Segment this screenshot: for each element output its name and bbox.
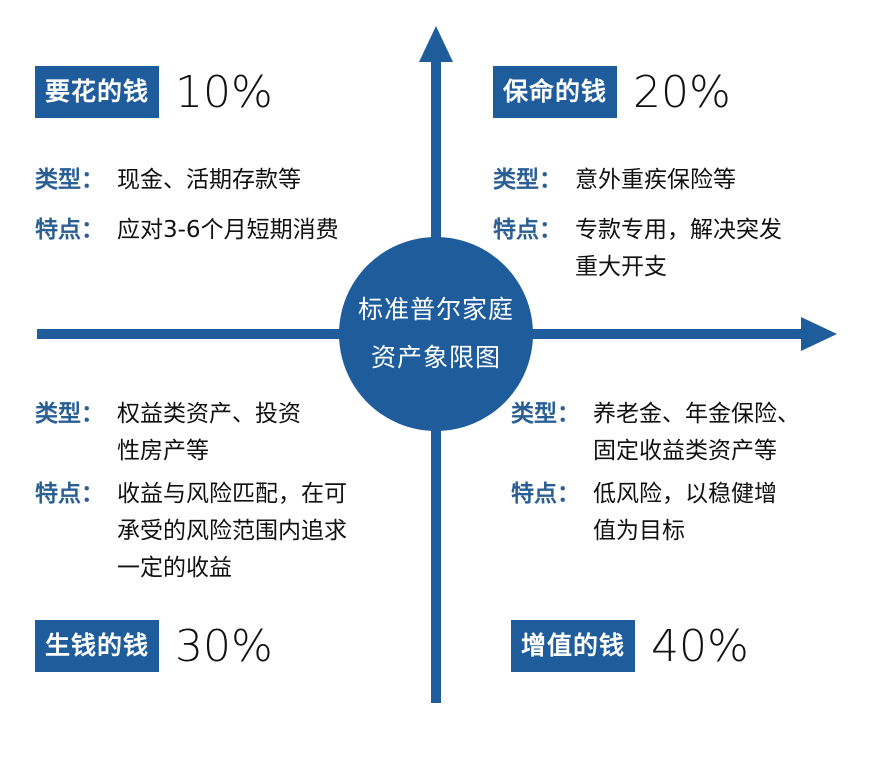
quadrant-tag: 生钱的钱 bbox=[35, 620, 160, 672]
quadrant-spending-money: 要花的钱 10% 类型： 现金、活期存款等 特点： 应对3-6个月短期消费 bbox=[35, 66, 339, 249]
type-value: 现金、活期存款等 bbox=[117, 167, 301, 193]
type-label: 类型： bbox=[511, 401, 580, 427]
quadrant-percent: 40% bbox=[651, 620, 749, 672]
feature-value: 收益与风险匹配，在可 承受的风险范围内追求 一定的收益 bbox=[117, 481, 347, 581]
quadrant-earning-money: 类型： 权益类资产、投资 性房产等 特点： 收益与风险匹配，在可 承受的风险范围… bbox=[35, 396, 347, 672]
quadrant-protection-money: 保命的钱 20% 类型： 意外重疾保险等 特点： 专款专用，解决突发 重大开支 bbox=[493, 66, 782, 286]
quadrant-tag: 要花的钱 bbox=[35, 66, 160, 118]
quadrant-percent: 10% bbox=[175, 66, 273, 118]
feature-row: 特点： 专款专用，解决突发 重大开支 bbox=[493, 212, 782, 286]
center-title-circle: 标准普尔家庭 资产象限图 bbox=[339, 237, 533, 431]
type-label: 类型： bbox=[35, 401, 104, 427]
feature-value: 低风险，以稳健增 值为目标 bbox=[593, 481, 777, 544]
feature-label: 特点： bbox=[493, 217, 562, 243]
type-value: 意外重疾保险等 bbox=[575, 167, 736, 193]
feature-value: 专款专用，解决突发 重大开支 bbox=[575, 217, 782, 280]
feature-row: 特点： 收益与风险匹配，在可 承受的风险范围内追求 一定的收益 bbox=[35, 476, 347, 587]
quadrant-percent: 20% bbox=[633, 66, 731, 118]
center-title-line2: 资产象限图 bbox=[370, 343, 501, 372]
quadrant-header: 生钱的钱 30% bbox=[35, 620, 273, 672]
feature-label: 特点： bbox=[35, 217, 104, 243]
type-row: 类型： 现金、活期存款等 bbox=[35, 162, 339, 199]
feature-row: 特点： 应对3-6个月短期消费 bbox=[35, 212, 339, 249]
arrow-right-icon bbox=[801, 317, 837, 351]
quadrant-percent: 30% bbox=[175, 620, 273, 672]
quadrant-growth-money: 类型： 养老金、年金保险、 固定收益类资产等 特点： 低风险，以稳健增 值为目标… bbox=[511, 396, 800, 672]
arrow-up-icon bbox=[419, 26, 453, 62]
quadrant-header: 增值的钱 40% bbox=[511, 620, 749, 672]
type-label: 类型： bbox=[493, 167, 562, 193]
type-value: 权益类资产、投资 性房产等 bbox=[117, 401, 301, 464]
quadrant-tag: 保命的钱 bbox=[493, 66, 618, 118]
type-label: 类型： bbox=[35, 167, 104, 193]
feature-label: 特点： bbox=[511, 481, 580, 507]
feature-value: 应对3-6个月短期消费 bbox=[117, 217, 339, 243]
quadrant-header: 保命的钱 20% bbox=[493, 66, 782, 118]
quadrant-header: 要花的钱 10% bbox=[35, 66, 339, 118]
feature-label: 特点： bbox=[35, 481, 104, 507]
center-title-line1: 标准普尔家庭 bbox=[357, 295, 514, 324]
quadrant-tag: 增值的钱 bbox=[511, 620, 636, 672]
type-row: 类型： 养老金、年金保险、 固定收益类资产等 bbox=[511, 396, 800, 470]
type-row: 类型： 意外重疾保险等 bbox=[493, 162, 782, 199]
type-value: 养老金、年金保险、 固定收益类资产等 bbox=[593, 401, 800, 464]
type-row: 类型： 权益类资产、投资 性房产等 bbox=[35, 396, 347, 470]
feature-row: 特点： 低风险，以稳健增 值为目标 bbox=[511, 476, 800, 550]
